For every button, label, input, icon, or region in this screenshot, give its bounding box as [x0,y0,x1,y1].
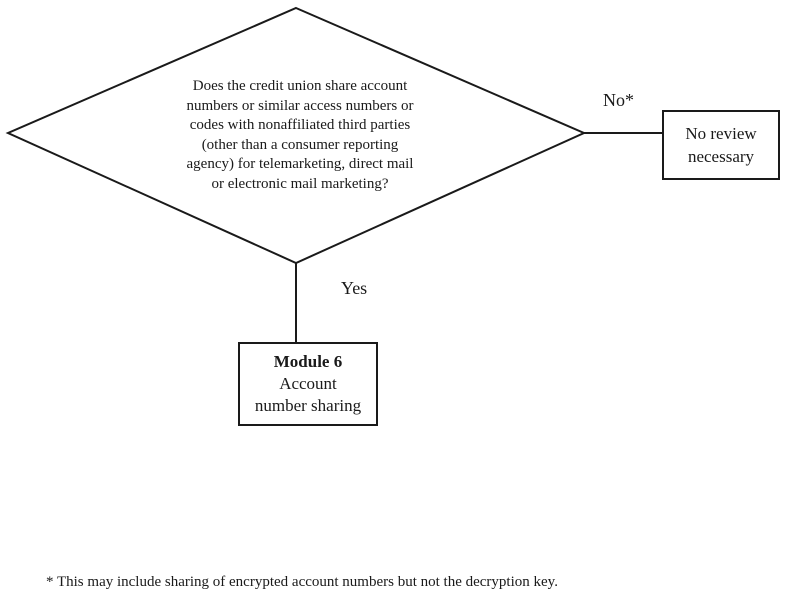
no-branch-label: No* [603,90,634,110]
footnote-text: * This may include sharing of encrypted … [46,574,558,590]
module6-box-content: Module 6 Account number sharing [255,351,361,417]
decision-question-text: Does the credit union share account numb… [186,78,414,192]
no-review-box: No review necessary [662,110,780,180]
module6-box: Module 6 Account number sharing [238,342,378,426]
module6-title: Module 6 [273,352,343,371]
yes-branch-label: Yes [341,278,368,298]
module6-subtitle: Account number sharing [254,374,362,415]
no-review-box-text: No review necessary [685,124,757,166]
